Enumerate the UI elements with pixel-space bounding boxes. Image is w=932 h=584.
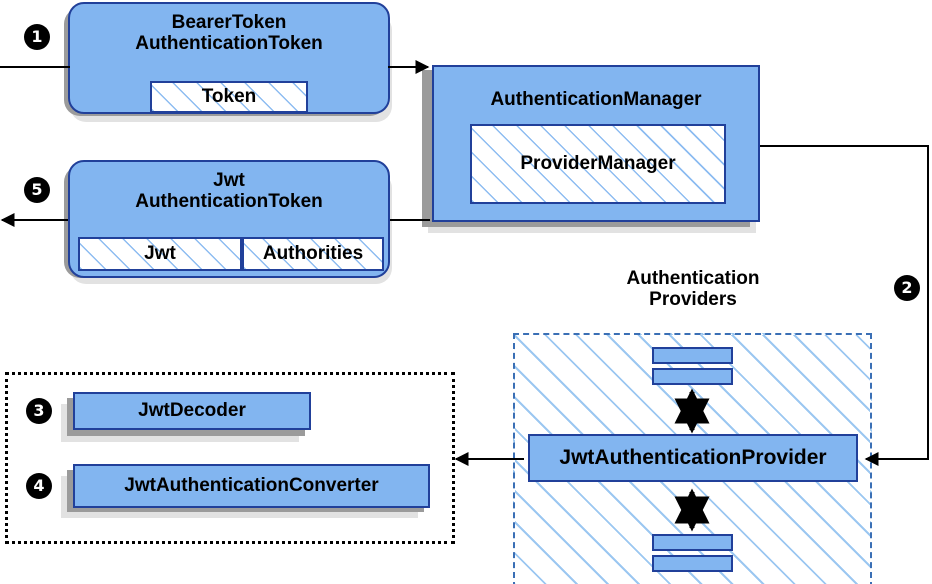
badge-step-3: 3 <box>26 398 52 424</box>
jwt-label: Jwt <box>144 243 176 264</box>
bearer-token-authentication-token-node[interactable]: BearerToken AuthenticationToken Token <box>68 2 390 114</box>
provider-placeholder-bar-bottom-2 <box>652 555 733 572</box>
authorities-label: Authorities <box>262 243 364 264</box>
badge-step-2: 2 <box>894 275 920 301</box>
provider-placeholder-bar-top-1 <box>652 347 733 364</box>
jwt-token-title-line2: AuthenticationToken <box>135 191 323 213</box>
token-label: Token <box>201 86 257 107</box>
jwt-authentication-provider-label: JwtAuthenticationProvider <box>559 446 827 469</box>
badge-step-1: 1 <box>24 24 50 50</box>
authentication-providers-title: Authentication Providers <box>513 268 873 311</box>
jwt-authentication-converter-label: JwtAuthenticationConverter <box>124 475 379 496</box>
jwt-authentication-converter-node[interactable]: JwtAuthenticationConverter <box>73 464 430 508</box>
jwt-support-components-container <box>5 372 455 544</box>
provider-placeholder-bar-bottom-1 <box>652 534 733 551</box>
bearer-token-title: BearerToken AuthenticationToken <box>70 12 388 55</box>
badge-step-4: 4 <box>26 473 52 499</box>
provider-placeholder-bar-top-2 <box>652 368 733 385</box>
jwt-authentication-token-node[interactable]: Jwt AuthenticationToken Jwt Authorities <box>68 160 390 278</box>
authorities-inner-box[interactable]: Authorities <box>242 237 384 271</box>
provider-manager-label: ProviderManager <box>520 153 676 174</box>
jwt-authentication-provider-node[interactable]: JwtAuthenticationProvider <box>528 434 858 482</box>
bearer-token-title-line2: AuthenticationToken <box>135 33 323 55</box>
providers-title-line2: Providers <box>649 289 737 311</box>
jwt-token-title: Jwt AuthenticationToken <box>70 170 388 213</box>
authentication-manager-node[interactable]: AuthenticationManager ProviderManager <box>432 65 760 222</box>
jwt-token-title-line1: Jwt <box>213 170 245 191</box>
jwt-decoder-node[interactable]: JwtDecoder <box>73 392 311 430</box>
provider-manager-inner-box[interactable]: ProviderManager <box>470 124 726 204</box>
token-inner-box[interactable]: Token <box>150 81 308 113</box>
auth-manager-title: AuthenticationManager <box>490 89 702 110</box>
providers-title-line1: Authentication <box>626 268 760 289</box>
jwt-inner-box[interactable]: Jwt <box>78 237 242 271</box>
badge-step-5: 5 <box>24 177 50 203</box>
jwt-decoder-label: JwtDecoder <box>138 400 246 421</box>
bearer-token-title-line1: BearerToken <box>171 12 287 33</box>
